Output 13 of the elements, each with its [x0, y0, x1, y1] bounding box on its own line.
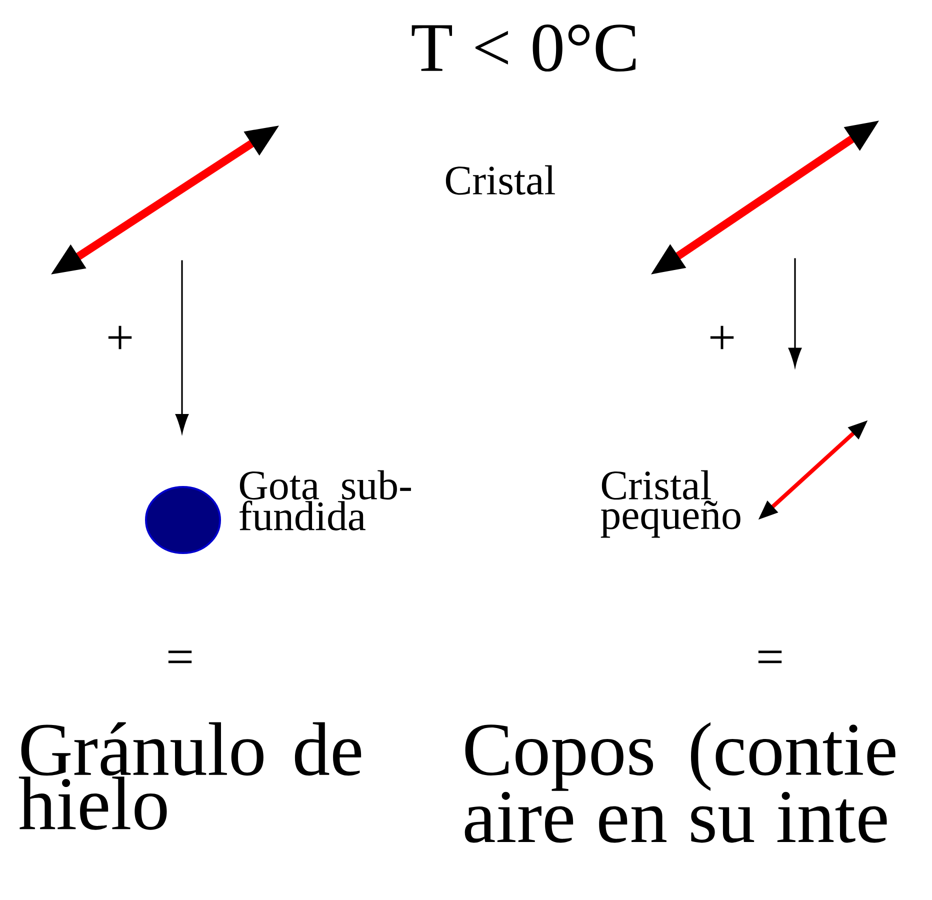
label: Cristal	[446, 165, 555, 195]
label: +	[108, 326, 132, 350]
arrow	[176, 260, 189, 433]
arrow	[788, 258, 802, 367]
label: +	[710, 326, 734, 350]
label: =	[758, 650, 782, 664]
label: =	[168, 650, 192, 664]
node-caption: Gota sub-fundida	[240, 470, 411, 530]
heading: Gránulo de hielo	[18, 722, 362, 830]
heading: Copos (contie aire en su inte	[464, 722, 896, 843]
title: T < 0°C	[412, 24, 636, 72]
node-caption: Cristal pequeño	[600, 470, 740, 538]
drop-ellipse	[145, 486, 221, 554]
